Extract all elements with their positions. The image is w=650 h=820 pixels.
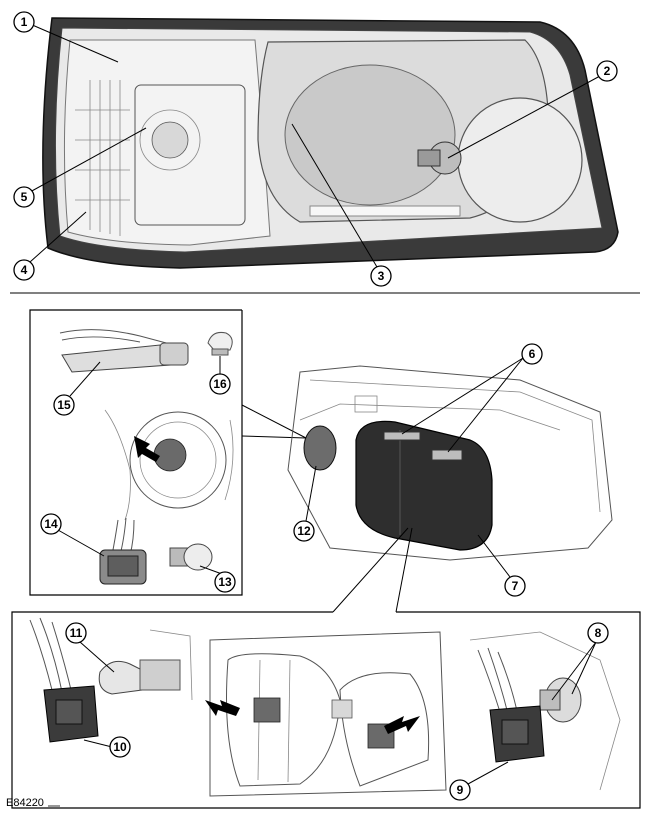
svg-text:3: 3 — [378, 269, 385, 283]
svg-text:15: 15 — [57, 398, 71, 412]
headlamp-photo — [42, 17, 619, 269]
bulb-base — [417, 149, 441, 167]
callout-5: 5 — [13, 127, 147, 208]
direction-arrow-left-icon — [205, 700, 240, 716]
callout-11: 11 — [65, 622, 115, 673]
svg-text:4: 4 — [21, 263, 28, 277]
wiring-harness-15 — [59, 329, 189, 373]
svg-text:12: 12 — [297, 524, 311, 538]
callout-15: 15 — [53, 361, 101, 416]
callout-9: 9 — [449, 761, 509, 801]
svg-text:5: 5 — [21, 190, 28, 204]
sidelamp-socket-12 — [303, 425, 337, 471]
callout-2: 2 — [447, 60, 618, 159]
inner-reflector — [284, 64, 456, 206]
callout-12: 12 — [293, 465, 317, 542]
outer-reflector-ring — [457, 97, 583, 223]
sidelamp-inset-panel: 15 16 14 13 — [29, 309, 307, 596]
clip-6a — [383, 431, 421, 441]
callout-14: 14 — [40, 513, 105, 557]
direction-arrow-icon — [134, 436, 160, 462]
callout-3: 3 — [291, 123, 392, 287]
headlamp-rear-view: 6 12 7 — [287, 343, 613, 613]
bulb-8 — [469, 631, 621, 791]
svg-text:6: 6 — [529, 347, 536, 361]
bulb-replacement-panel: 11 10 — [11, 611, 641, 809]
rear-housing-sockets — [205, 631, 447, 797]
svg-text:14: 14 — [44, 517, 58, 531]
svg-text:8: 8 — [595, 626, 602, 640]
svg-text:16: 16 — [213, 377, 227, 391]
callout-1: 1 — [13, 11, 119, 63]
connector-14 — [99, 517, 147, 585]
rear-cover-7 — [355, 420, 493, 551]
callout-4: 4 — [13, 211, 87, 281]
svg-text:11: 11 — [70, 626, 83, 640]
svg-text:7: 7 — [512, 579, 519, 593]
connector-9 — [477, 647, 545, 763]
figure-id: E84220 — [6, 797, 44, 809]
bayonet-bulb-13 — [169, 543, 213, 571]
svg-text:10: 10 — [113, 740, 127, 754]
callout-7: 7 — [477, 534, 526, 597]
bulb-11 — [98, 629, 193, 701]
connector-10 — [29, 617, 99, 743]
svg-text:2: 2 — [604, 64, 611, 78]
callout-13: 13 — [199, 565, 236, 593]
lamp-socket-view — [104, 409, 234, 521]
direction-arrow-right-icon — [384, 716, 420, 734]
lens-lower-strip — [309, 205, 461, 217]
callout-10: 10 — [83, 736, 131, 758]
callout-16: 16 — [209, 356, 231, 395]
callout-8: 8 — [551, 622, 609, 701]
svg-text:1: 1 — [21, 15, 28, 29]
callout-6: 6 — [401, 343, 543, 453]
svg-text:13: 13 — [218, 575, 232, 589]
svg-text:9: 9 — [457, 783, 464, 797]
clip-6b — [431, 449, 463, 461]
indicator-prisms — [75, 80, 246, 236]
capless-bulb-16 — [207, 332, 233, 356]
